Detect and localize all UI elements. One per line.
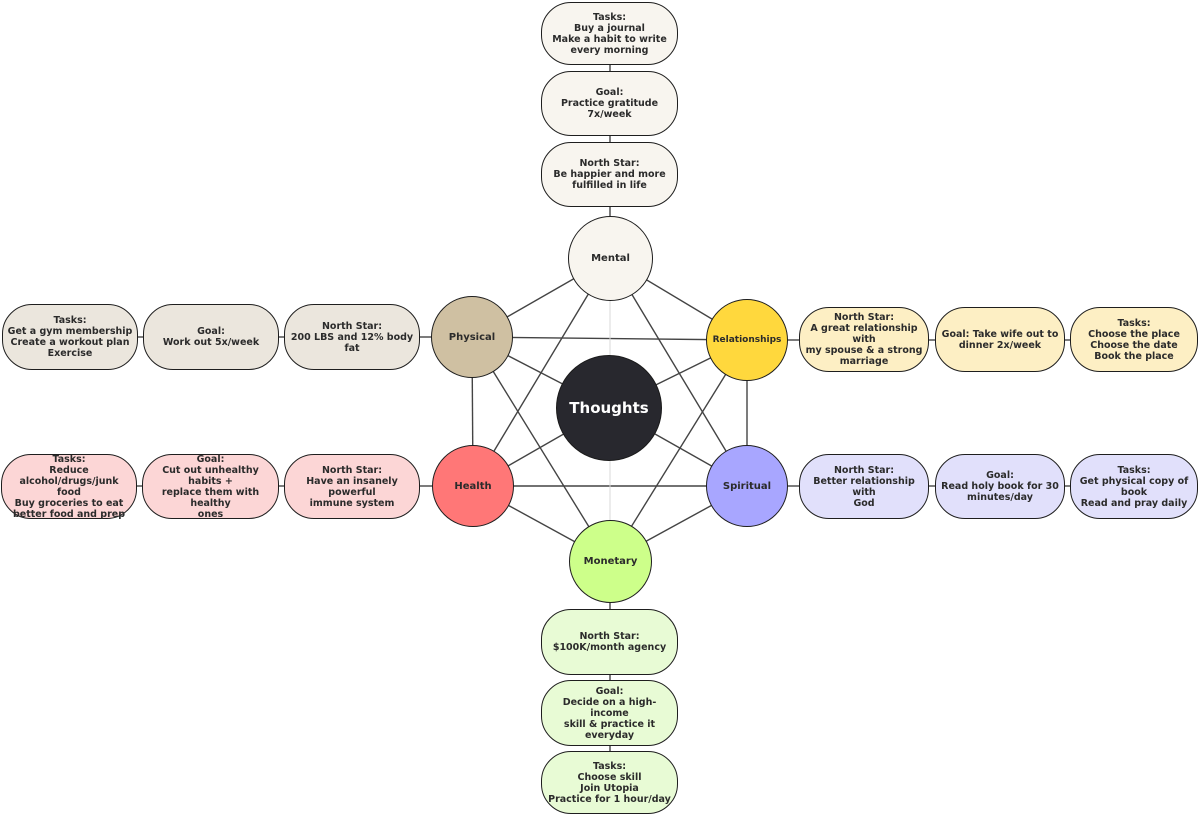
category-label-health: Health — [454, 480, 492, 492]
mental-tasks-card[interactable]: Tasks: Buy a journal Make a habit to wri… — [541, 2, 678, 65]
spiritual-goal-card[interactable]: Goal: Read holy book for 30 minutes/day — [935, 454, 1065, 519]
spiritual-north-star-card[interactable]: North Star: Better relationship with God — [799, 454, 929, 519]
relationships-north-star-card[interactable]: North Star: A great relationship with my… — [799, 307, 929, 372]
category-label-physical: Physical — [448, 331, 496, 343]
spiritual-north-star-text: North Star: Better relationship with God — [813, 464, 915, 509]
mental-goal-text: Goal: Practice gratitude 7x/week — [560, 87, 659, 120]
category-node-mental[interactable]: Mental — [568, 216, 653, 301]
physical-goal-text: Goal: Work out 5x/week — [162, 326, 260, 348]
category-label-monetary: Monetary — [583, 556, 638, 567]
spiritual-goal-text: Goal: Read holy book for 30 minutes/day — [941, 470, 1059, 503]
physical-north-star-card[interactable]: North Star: 200 LBS and 12% body fat — [284, 304, 420, 370]
relationships-tasks-card[interactable]: Tasks: Choose the place Choose the date … — [1070, 307, 1198, 372]
category-label-relationships: Relationships — [712, 334, 782, 345]
relationships-goal-text: Goal: Take wife out to dinner 2x/week — [941, 328, 1059, 351]
monetary-north-star-text: North Star: $100K/month agency — [552, 631, 667, 653]
edge-m-s — [609, 257, 748, 487]
category-node-relationships[interactable]: Relationships — [706, 299, 788, 381]
monetary-goal-card[interactable]: Goal: Decide on a high-income skill & pr… — [541, 680, 678, 746]
category-label-mental: Mental — [591, 253, 630, 264]
relationships-tasks-text: Tasks: Choose the place Choose the date … — [1088, 317, 1180, 362]
category-label-spiritual: Spiritual — [722, 480, 772, 492]
health-tasks-card[interactable]: Tasks: Reduce alcohol/drugs/junk food Bu… — [1, 453, 137, 520]
physical-goal-card[interactable]: Goal: Work out 5x/week — [143, 304, 279, 370]
health-tasks-text: Tasks: Reduce alcohol/drugs/junk food Bu… — [12, 453, 126, 520]
monetary-tasks-card[interactable]: Tasks: Choose skill Join Utopia Practice… — [541, 751, 678, 814]
category-node-spiritual[interactable]: Spiritual — [706, 445, 788, 527]
category-node-health[interactable]: Health — [432, 445, 514, 527]
center-node-thoughts[interactable]: Thoughts — [556, 355, 662, 461]
physical-tasks-text: Tasks: Get a gym membership Create a wor… — [7, 315, 133, 359]
monetary-goal-text: Goal: Decide on a high-income skill & pr… — [562, 685, 657, 741]
category-node-physical[interactable]: Physical — [431, 296, 513, 378]
edge-p-mo — [471, 336, 611, 562]
spiritual-tasks-card[interactable]: Tasks: Get physical copy of book Read an… — [1070, 454, 1198, 519]
relationships-goal-card[interactable]: Goal: Take wife out to dinner 2x/week — [935, 307, 1065, 372]
health-north-star-card[interactable]: North Star: Have an insanely powerful im… — [284, 454, 420, 519]
health-goal-text: Goal: Cut out unhealthy habits + replace… — [161, 453, 260, 520]
center-node-label: Thoughts — [569, 398, 649, 417]
health-north-star-text: North Star: Have an insanely powerful im… — [306, 464, 398, 509]
mental-tasks-text: Tasks: Buy a journal Make a habit to wri… — [552, 11, 667, 56]
health-goal-card[interactable]: Goal: Cut out unhealthy habits + replace… — [142, 453, 279, 520]
mental-north-star-card[interactable]: North Star: Be happier and more fulfille… — [541, 142, 678, 207]
physical-north-star-text: North Star: 200 LBS and 12% body fat — [290, 320, 414, 354]
monetary-tasks-text: Tasks: Choose skill Join Utopia Practice… — [548, 760, 671, 805]
spiritual-tasks-text: Tasks: Get physical copy of book Read an… — [1079, 464, 1189, 509]
relationships-north-star-text: North Star: A great relationship with my… — [805, 312, 923, 367]
edge-r-mo — [609, 339, 748, 562]
category-node-monetary[interactable]: Monetary — [569, 520, 652, 603]
mental-goal-card[interactable]: Goal: Practice gratitude 7x/week — [541, 71, 678, 136]
edge-m-h — [472, 257, 611, 487]
mental-north-star-text: North Star: Be happier and more fulfille… — [553, 158, 666, 191]
monetary-north-star-card[interactable]: North Star: $100K/month agency — [541, 609, 678, 675]
physical-tasks-card[interactable]: Tasks: Get a gym membership Create a wor… — [2, 304, 138, 370]
